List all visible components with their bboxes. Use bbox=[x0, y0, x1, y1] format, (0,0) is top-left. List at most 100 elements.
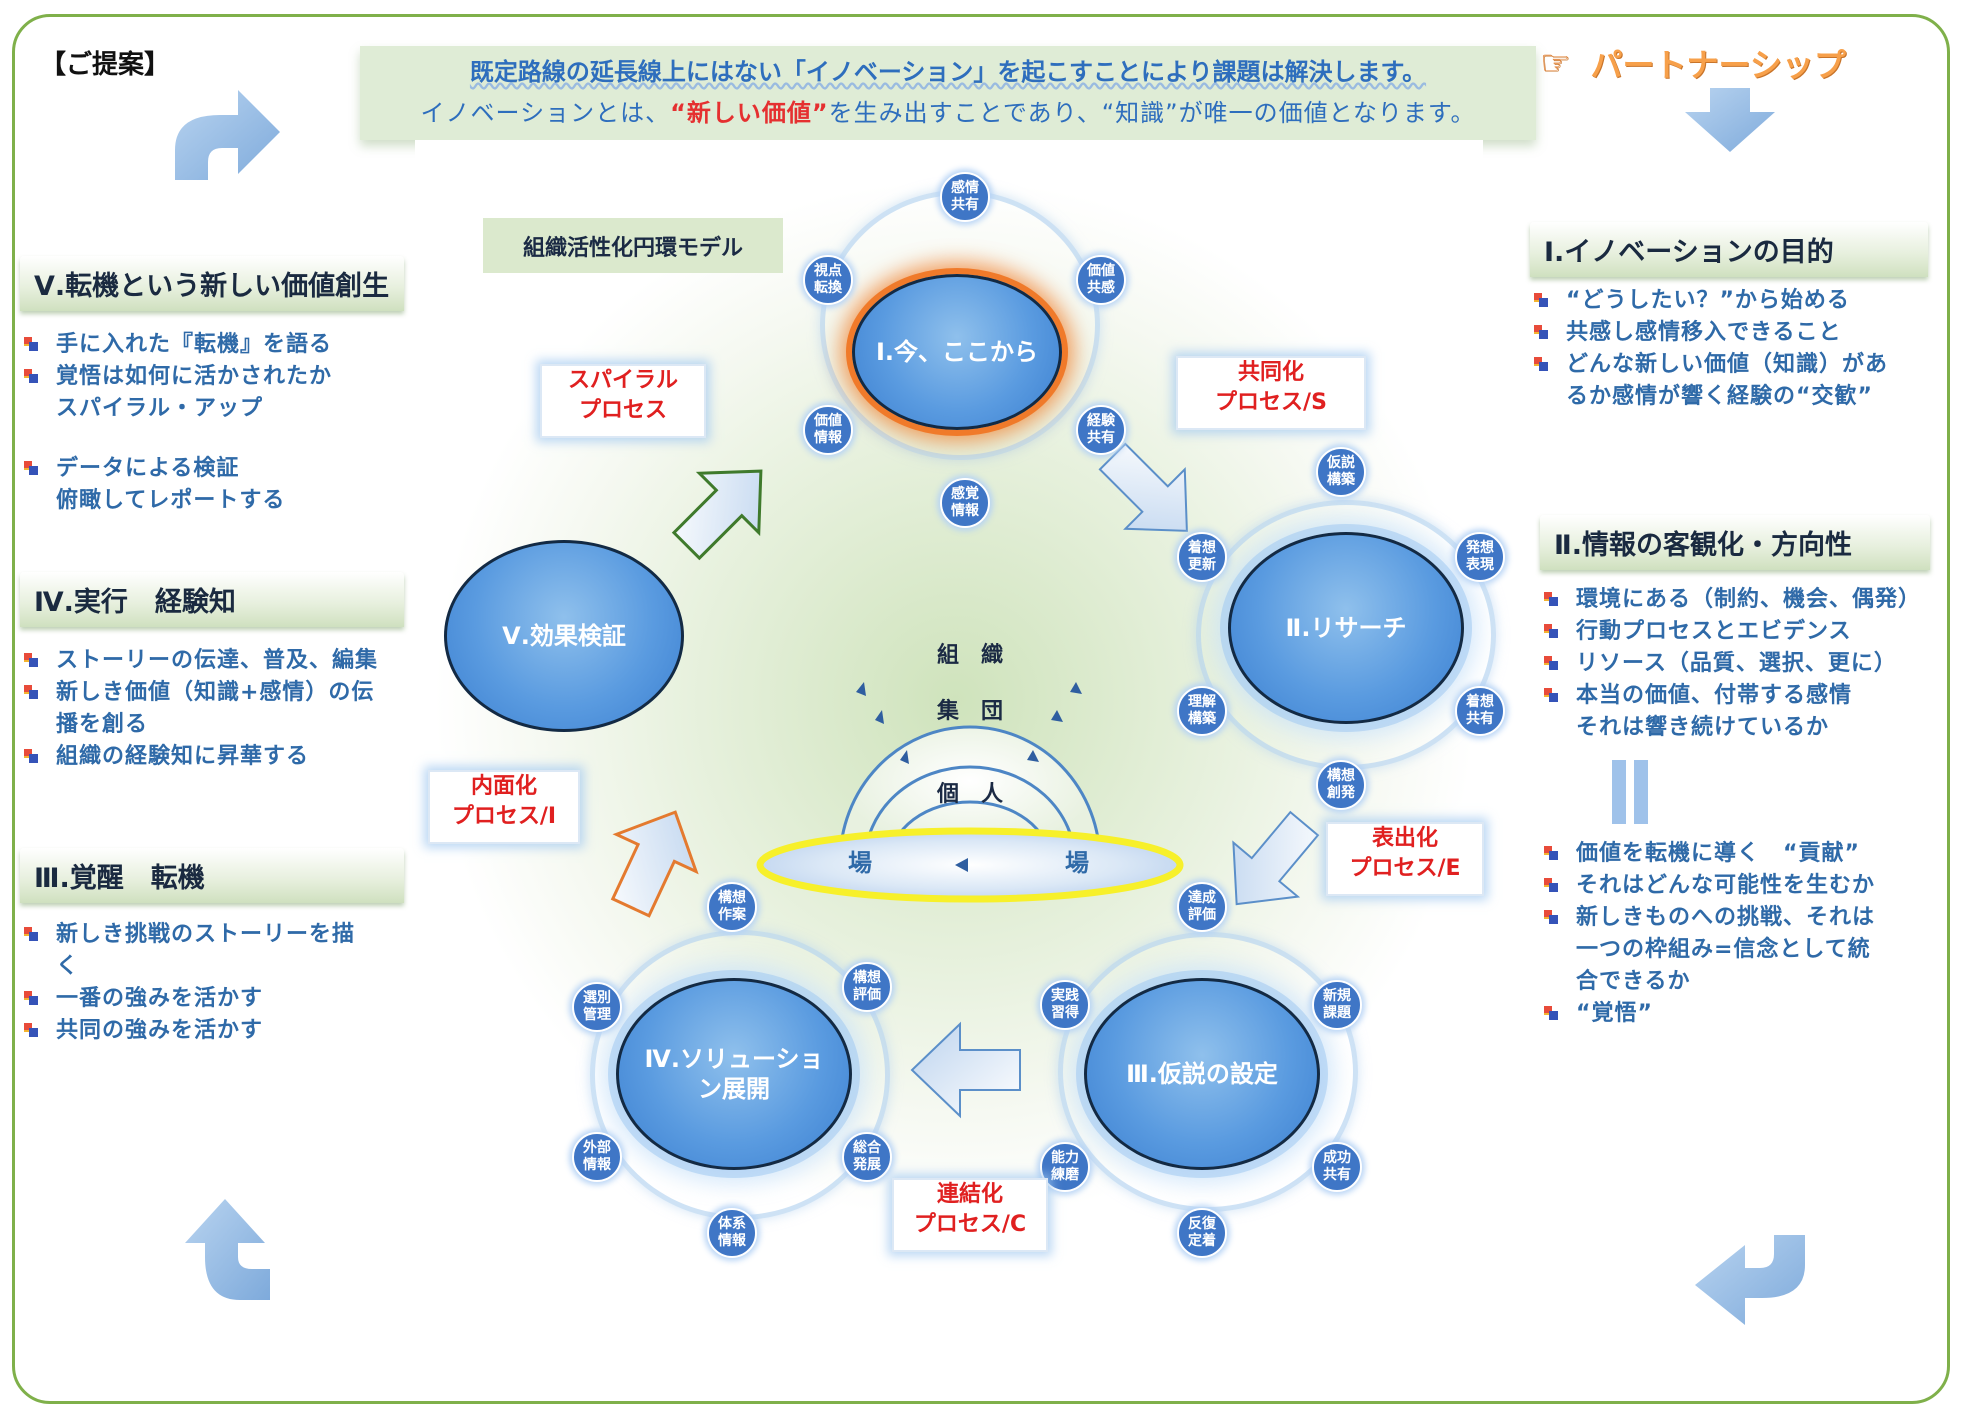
node-label: 情報 bbox=[951, 503, 979, 519]
bullet-text: 一番の強みを活かす bbox=[56, 986, 264, 1011]
bullet-text: それはどんな可能性を生むか bbox=[1576, 873, 1876, 898]
bullet-text: スパイラル・アップ bbox=[56, 396, 264, 421]
node-label: 体系 bbox=[718, 1216, 746, 1232]
bullet-text: 手に入れた『転機』を語る bbox=[56, 332, 333, 357]
node-label: 価値 bbox=[814, 413, 842, 429]
bullet-item: 一つの枠組み=信念として統 bbox=[1540, 934, 1930, 966]
bullet-icon bbox=[24, 749, 38, 763]
banner-line-1: 既定路線の延長線上にはない「イノベーション」を起こすことにより課題は解決します。 bbox=[469, 58, 1427, 86]
individual-label: 個 人 bbox=[936, 782, 1003, 807]
c4-node-1: 構想作案 bbox=[707, 882, 757, 932]
cycle-4-label-line-2: ン展開 bbox=[697, 1075, 770, 1103]
section-iii-list: 新しき挑戦のストーリーを描く一番の強みを活かす共同の強みを活かす bbox=[20, 919, 404, 1047]
bullet-item: それは響き続けているか bbox=[1540, 712, 1930, 744]
bullet-text: 覚悟は如何に活かされたか bbox=[56, 364, 333, 389]
s-process-label: 共同化プロセス/S bbox=[1176, 356, 1366, 430]
node-label: 外部 bbox=[583, 1140, 611, 1156]
c1-node-2: 価値共感 bbox=[1076, 255, 1126, 305]
arrow-s bbox=[1098, 442, 1188, 532]
c4-node-4: 体系情報 bbox=[707, 1208, 757, 1258]
partnership-heading: ☞ パートナーシップ bbox=[1540, 40, 1846, 86]
arrow-e bbox=[1232, 810, 1320, 906]
c1-node-6: 視点転換 bbox=[803, 255, 853, 305]
node-label: 経験 bbox=[1087, 413, 1115, 429]
bullet-text: 一つの枠組み=信念として統 bbox=[1576, 937, 1871, 962]
c2-node-3: 着想共有 bbox=[1455, 686, 1505, 736]
section-iii: Ⅲ.覚醒 転機 新しき挑戦のストーリーを描く一番の強みを活かす共同の強みを活かす bbox=[20, 848, 404, 1047]
s-process-line-2: プロセス/S bbox=[1215, 390, 1327, 415]
bullet-text: “覚悟” bbox=[1576, 1001, 1653, 1026]
cycle-2-circle: Ⅱ.リサーチ bbox=[1228, 532, 1464, 724]
node-label: 構想 bbox=[1327, 768, 1355, 784]
node-label: 新規 bbox=[1323, 988, 1351, 1004]
section-iv-title: Ⅳ.実行 経験知 bbox=[20, 572, 404, 627]
node-label: 習得 bbox=[1051, 1005, 1079, 1021]
proposal-label: 【ご提案】 bbox=[40, 50, 171, 80]
section-iii-title: Ⅲ.覚醒 転機 bbox=[20, 848, 404, 903]
cycle-1-circle: Ⅰ.今、ここから bbox=[852, 274, 1062, 430]
i-process-line-1: 内面化 bbox=[470, 774, 537, 799]
bullet-item: 共同の強みを活かす bbox=[20, 1015, 404, 1047]
node-label: 創発 bbox=[1327, 785, 1355, 801]
curved-arrow-icon-bottom-left bbox=[185, 1199, 270, 1300]
s-process-line-1: 共同化 bbox=[1237, 360, 1304, 385]
bullet-icon bbox=[1544, 878, 1558, 892]
bullet-item: 行動プロセスとエビデンス bbox=[1540, 616, 1930, 648]
node-label: 共有 bbox=[1087, 430, 1115, 446]
section-ii-title: Ⅱ.情報の客観化・方向性 bbox=[1540, 515, 1930, 570]
node-label: 感情 bbox=[951, 180, 979, 196]
node-label: 発想 bbox=[1466, 540, 1494, 556]
node-label: 構想 bbox=[718, 890, 746, 906]
node-label: 構築 bbox=[1188, 711, 1216, 727]
bullet-item: 環境にある（制約、機会、偶発） bbox=[1540, 584, 1930, 616]
bullet-icon bbox=[1534, 293, 1548, 307]
node-label: 成功 bbox=[1323, 1150, 1351, 1166]
node-label: 情報 bbox=[814, 430, 842, 446]
c3-node-5: 能力練磨 bbox=[1040, 1142, 1090, 1192]
e-process-line-2: プロセス/E bbox=[1349, 856, 1461, 881]
bullet-text: ストーリーの伝達、普及、編集 bbox=[56, 648, 379, 673]
bullet-text: 播を創る bbox=[56, 712, 149, 737]
e-process-label: 表出化プロセス/E bbox=[1326, 822, 1484, 896]
bullet-text: 共感し感情移入できること bbox=[1566, 320, 1842, 345]
bullet-item: 組織の経験知に昇華する bbox=[20, 741, 404, 773]
node-label: 評価 bbox=[1188, 907, 1216, 923]
c3-node-4: 反復定着 bbox=[1177, 1208, 1227, 1258]
cycle-4-label-line-1: Ⅳ.ソリューショ bbox=[644, 1045, 824, 1073]
node-label: 表現 bbox=[1466, 557, 1494, 573]
c4-node-5: 外部情報 bbox=[572, 1132, 622, 1182]
bullet-item: “どうしたい？”から始める bbox=[1530, 285, 1928, 317]
c4-node-2: 構想評価 bbox=[842, 962, 892, 1012]
bullet-icon bbox=[1544, 624, 1558, 638]
bullet-icon bbox=[24, 653, 38, 667]
bullet-icon bbox=[24, 461, 38, 475]
node-label: 着想 bbox=[1188, 540, 1216, 556]
i-process-line-2: プロセス/I bbox=[451, 804, 557, 829]
bullet-text: 行動プロセスとエビデンス bbox=[1576, 619, 1852, 644]
bullet-text: 俯瞰してレポートする bbox=[56, 488, 286, 513]
spiral-process-label: スパイラルプロセス bbox=[540, 364, 706, 438]
org-label: 組 織 bbox=[936, 643, 1003, 668]
bullet-text: “どうしたい？”から始める bbox=[1566, 288, 1850, 313]
bullet-text: 本当の価値、付帯する感情 bbox=[1576, 683, 1853, 708]
section-iv: Ⅳ.実行 経験知 ストーリーの伝達、普及、編集新しき価値（知識+感情）の伝播を創… bbox=[20, 572, 404, 773]
bullet-text: データによる検証 bbox=[56, 456, 240, 481]
bullet-text: 価値を転機に導く “貢献” bbox=[1576, 841, 1860, 866]
group-label: 集 団 bbox=[936, 699, 1003, 724]
bullet-text: 新しきものへの挑戦、それは bbox=[1576, 905, 1876, 930]
node-label: 理解 bbox=[1188, 694, 1216, 710]
ba-left-label: 場 bbox=[848, 849, 872, 877]
section-v: Ⅴ.転機という新しい価値創生 手に入れた『転機』を語る覚悟は如何に活かされたかス… bbox=[20, 256, 404, 517]
cycle-5-label: Ⅴ.効果検証 bbox=[502, 622, 626, 650]
node-label: 評価 bbox=[853, 987, 881, 1003]
node-label: 選別 bbox=[583, 990, 611, 1006]
partnership-label: パートナーシップ bbox=[1590, 46, 1846, 84]
node-label: 実践 bbox=[1051, 988, 1079, 1004]
node-label: 視点 bbox=[814, 263, 842, 279]
c1-node-3: 経験共有 bbox=[1076, 405, 1126, 455]
node-label: 構想 bbox=[853, 970, 881, 986]
node-label: 能力 bbox=[1051, 1150, 1079, 1166]
bullet-item: データによる検証 bbox=[20, 453, 404, 485]
bullet-item: 新しき価値（知識+感情）の伝 bbox=[20, 677, 404, 709]
